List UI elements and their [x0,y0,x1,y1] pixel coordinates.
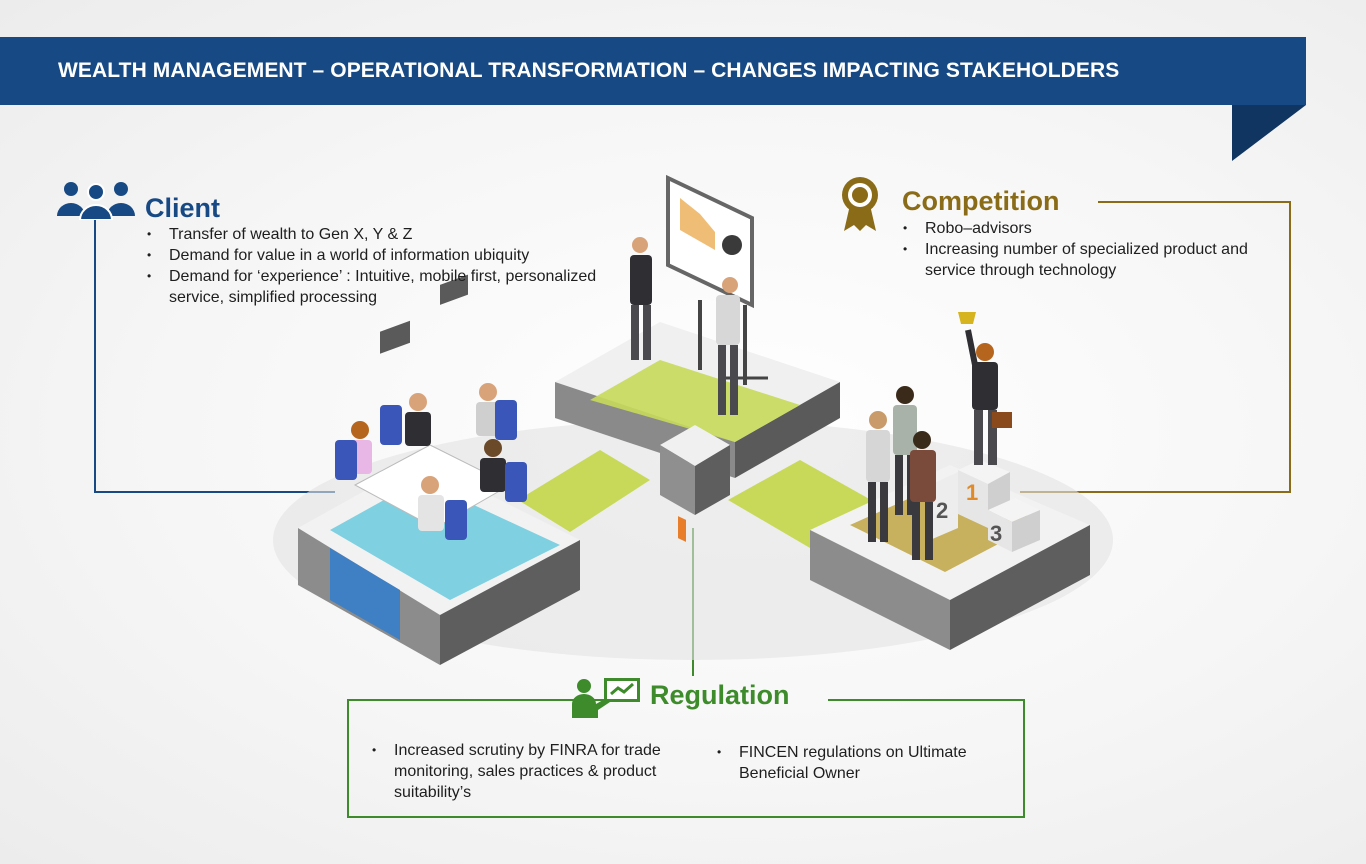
client-platform [298,460,580,665]
competition-bullet: Increasing number of specialized product… [901,239,1281,281]
regulation-bullet-list-left: Increased scrutiny by FINRA for trade mo… [370,740,680,803]
podium-place-3: 3 [990,521,1002,546]
banner-fold [1232,105,1306,161]
center-block [660,425,730,515]
title-banner: WEALTH MANAGEMENT – OPERATIONAL TRANSFOR… [0,37,1306,105]
people-group-icon [57,182,135,220]
competition-bullet-list: Robo–advisors Increasing number of speci… [901,218,1281,281]
winner-figure [958,312,1012,465]
regulation-title: Regulation [650,680,790,710]
award-ribbon-icon [842,177,878,231]
regulation-bullet: FINCEN regulations on Ultimate Beneficia… [715,742,1005,784]
client-bullet: Demand for value in a world of informati… [145,245,605,266]
clapping-figures [866,386,936,560]
client-title: Client [145,193,221,223]
listener-figure [716,277,740,415]
lime-band-left [518,450,650,532]
office-team-desk [335,274,527,540]
regulation-bullet: Increased scrutiny by FINRA for trade mo… [370,740,680,803]
client-connector-line [94,212,335,493]
client-bullet-list: Transfer of wealth to Gen X, Y & Z Deman… [145,224,605,308]
regulation-box-border [347,699,1025,818]
competition-title: Competition [902,186,1060,216]
podium-place-1: 1 [966,480,978,505]
competition-bullet: Robo–advisors [901,218,1281,239]
competition-connector-line [1020,201,1291,493]
presenter-figure [630,237,652,360]
client-bullet: Demand for ‘experience’ : Intuitive, mob… [145,266,605,308]
client-bullet: Transfer of wealth to Gen X, Y & Z [145,224,605,245]
regulation-bullet-list-right: FINCEN regulations on Ultimate Beneficia… [715,742,1005,784]
presentation-whiteboard [666,174,768,542]
winners-podium [930,460,1040,552]
page-title: WEALTH MANAGEMENT – OPERATIONAL TRANSFOR… [58,59,1120,82]
podium-place-2: 2 [936,498,948,523]
presenter-board-icon [572,678,640,718]
